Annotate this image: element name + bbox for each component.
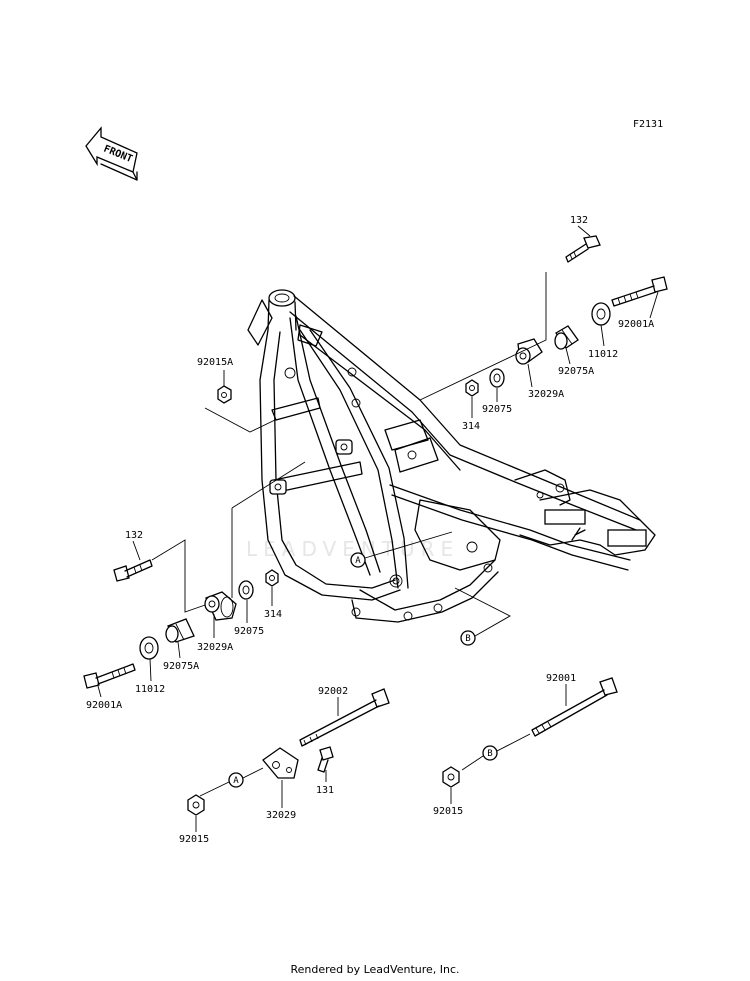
bolt-131 bbox=[317, 746, 334, 773]
collar-92075a-left bbox=[165, 618, 195, 643]
label-132-top: 132 bbox=[570, 215, 588, 226]
bolt-132-left bbox=[113, 559, 153, 582]
footer-credit: Rendered by LeadVenture, Inc. bbox=[290, 963, 460, 976]
svg-text:A: A bbox=[355, 556, 361, 566]
bolt-92001a-top bbox=[611, 276, 668, 307]
label-92015-left: 92015 bbox=[179, 834, 209, 845]
label-11012-top: 11012 bbox=[588, 349, 618, 360]
collar-92075a-top bbox=[554, 325, 579, 350]
label-92015a: 92015A bbox=[197, 357, 233, 368]
label-92075a-left: 92075A bbox=[163, 661, 199, 672]
label-92001a-left: 92001A bbox=[86, 700, 122, 711]
label-92015-right: 92015 bbox=[433, 806, 463, 817]
label-131: 131 bbox=[316, 785, 334, 796]
nut-92015a bbox=[217, 385, 232, 404]
label-314-top: 314 bbox=[462, 421, 480, 432]
nut-92015-left bbox=[187, 794, 205, 816]
label-92001a-top: 92001A bbox=[618, 319, 654, 330]
callout-a-detail: A bbox=[228, 772, 244, 788]
label-11012-left: 11012 bbox=[135, 684, 165, 695]
svg-text:A: A bbox=[233, 776, 239, 786]
bolt-92002 bbox=[299, 688, 390, 747]
bracket-32029a-top bbox=[515, 338, 543, 365]
label-92075-top: 92075 bbox=[482, 404, 512, 415]
spacer-92075-left bbox=[238, 580, 254, 600]
bolt-92001 bbox=[531, 677, 618, 737]
label-32029: 32029 bbox=[266, 810, 296, 821]
bolt-132-top bbox=[565, 235, 601, 263]
label-132-left: 132 bbox=[125, 530, 143, 541]
front-arrow-icon: FRONT bbox=[85, 126, 138, 181]
nut-314-top bbox=[465, 379, 479, 397]
svg-text:B: B bbox=[487, 749, 492, 759]
label-92002: 92002 bbox=[318, 686, 348, 697]
label-32029a-top: 32029A bbox=[528, 389, 564, 400]
callout-b-main: B bbox=[460, 630, 476, 646]
svg-text:B: B bbox=[465, 634, 470, 644]
frame-assembly bbox=[247, 289, 656, 623]
label-92075-left: 92075 bbox=[234, 626, 264, 637]
washer-11012-top bbox=[591, 302, 611, 326]
bracket-32029 bbox=[262, 747, 299, 779]
nut-314-left bbox=[265, 569, 279, 587]
callout-b-detail: B bbox=[482, 745, 498, 761]
spacer-92075-top bbox=[489, 368, 505, 388]
figure-code: F2131 bbox=[633, 119, 663, 130]
bolt-92001a-left bbox=[83, 663, 136, 689]
label-314-left: 314 bbox=[264, 609, 282, 620]
bracket-32029a-left bbox=[204, 591, 237, 621]
washer-11012-left bbox=[139, 636, 159, 660]
label-92075a-top: 92075A bbox=[558, 366, 594, 377]
label-92001: 92001 bbox=[546, 673, 576, 684]
label-32029a-left: 32029A bbox=[197, 642, 233, 653]
nut-92015-right bbox=[442, 766, 460, 788]
callout-a-main: A bbox=[350, 552, 366, 568]
watermark-text: LEADVENTURE bbox=[246, 537, 459, 561]
